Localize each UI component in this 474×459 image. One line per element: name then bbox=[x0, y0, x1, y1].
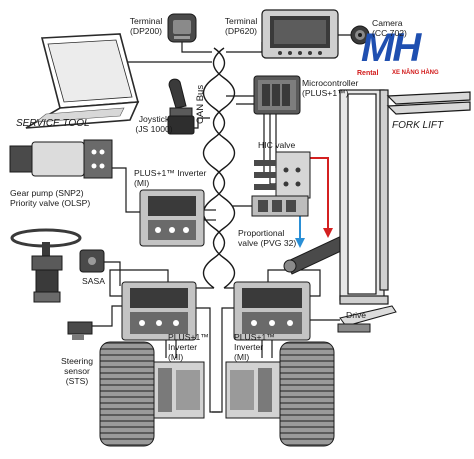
fork-lift-mast-icon bbox=[339, 89, 471, 305]
label-sasa: SASA bbox=[82, 276, 105, 286]
steering-unit-icon bbox=[31, 249, 105, 303]
brand-logo: MH bbox=[361, 26, 421, 70]
laptop-icon bbox=[25, 33, 140, 129]
label-gear-pump: Gear pump (SNP2)Priority valve (OLSP) bbox=[10, 188, 91, 208]
wheel-right-icon bbox=[225, 341, 335, 447]
label-camera: Camera(CC 702) bbox=[372, 18, 407, 38]
terminal-dp620-icon bbox=[261, 9, 339, 59]
inverter-right-icon bbox=[233, 281, 311, 341]
label-joystick: Joystick(JS 1000) bbox=[135, 114, 173, 134]
wheel-left-icon bbox=[99, 341, 205, 447]
label-drive: Drive bbox=[346, 310, 367, 320]
label-microcontroller: Microcontroller(PLUS+1™) bbox=[302, 78, 359, 98]
drive-pedal-icon bbox=[337, 305, 397, 333]
brand-logo-sub-left: Rental bbox=[357, 70, 379, 77]
label-inverter-top: PLUS+1™ Inverter(MI) bbox=[134, 168, 207, 188]
label-hic-valve: HIC valve bbox=[258, 140, 296, 150]
label-terminal-dp620: Terminal(DP620) bbox=[224, 16, 258, 36]
camera-icon bbox=[350, 25, 370, 45]
steering-wheel-icon bbox=[10, 228, 82, 256]
label-fork-lift: FORK LIFT bbox=[392, 120, 444, 131]
label-can-bus: CAN Bus bbox=[195, 84, 206, 124]
steering-sensor-icon bbox=[67, 321, 93, 340]
gear-pump-icon bbox=[9, 139, 113, 179]
inverter-top-icon bbox=[139, 189, 205, 247]
proportional-valve-icon bbox=[251, 195, 309, 217]
can-bus-cable bbox=[202, 47, 236, 289]
hic-valve-icon bbox=[254, 151, 311, 199]
joystick-icon bbox=[167, 78, 195, 135]
label-terminal-dp200: Terminal(DP200) bbox=[129, 16, 163, 36]
label-service-tool: SERVICE TOOL bbox=[16, 118, 90, 129]
brand-logo-sub-right: XE NÂNG HÀNG bbox=[392, 70, 439, 76]
terminal-dp200-icon bbox=[167, 13, 197, 43]
microcontroller-icon bbox=[253, 75, 301, 115]
inverter-left-icon bbox=[121, 281, 197, 341]
